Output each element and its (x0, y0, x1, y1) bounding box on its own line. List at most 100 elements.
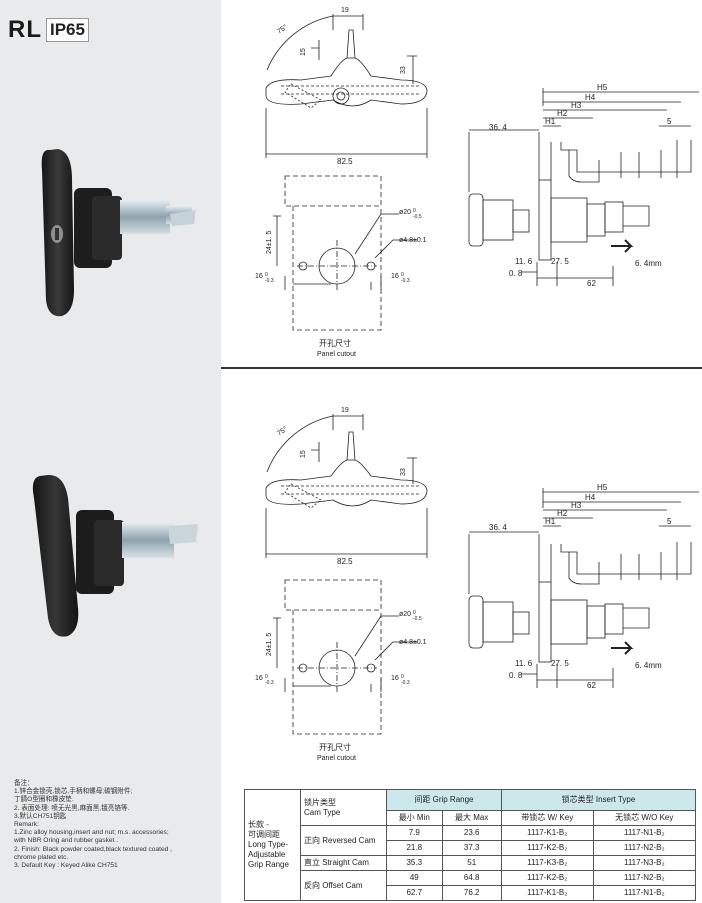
remarks-title-en: Remark: (14, 821, 39, 829)
tol-03-b-upper: -0.3 (401, 278, 410, 284)
remarks-line-cn-1: 1.锌合金锁壳,锁芯,手柄和螺母;碳钢附件; (14, 788, 133, 796)
cam-type-header-cn: 锁片类型 (304, 797, 336, 807)
wo-key-code: 1117-N2-B₂ (592, 870, 697, 886)
type-en-2: Adjustable (248, 850, 286, 859)
table-row: 正向 Reversed Cam 7.9 23.6 1117-K1-B₂ 1117… (245, 825, 697, 856)
dim-h1-lower: H1 (545, 517, 556, 526)
dim-h2-lower: H2 (557, 509, 568, 518)
min-value: 62.7 (386, 885, 443, 901)
dim-24-upper: 24±1. 5 (266, 231, 273, 254)
dim-275-upper: 27. 5 (551, 257, 569, 266)
dim-16-right-upper: 16 (391, 273, 399, 280)
max-label: 最大 Max (441, 810, 502, 826)
tol-03-a-lower: -0.3 (265, 680, 274, 686)
dim-phi48-upper: ø4.8±0.1 (399, 237, 427, 244)
drawing-set-lower: 75° 19 15 33 82.5 H5 H4 H3 H2 H1 5 36. 4… (255, 407, 699, 762)
min-value: 35.3 (386, 855, 443, 871)
left-panel: RL IP65 备注： 1.锌合金锁壳,锁芯,手柄和螺母;碳钢附件; 丁腈O型圈… (0, 0, 221, 903)
dim-116-lower: 11. 6 (515, 659, 533, 668)
tol-05-upper: -0.5 (413, 214, 422, 220)
remarks-line-en-4: chrome plated etc. (14, 853, 69, 861)
tol-0-a-upper: 0 (265, 272, 268, 278)
type-cn-2: 可调间距 (248, 830, 280, 839)
wo-key-label: 无锁芯 W/O Key (592, 810, 697, 826)
dim-16-left-lower: 16 (255, 675, 263, 682)
dim-phi20-lower: ø20 (399, 611, 411, 618)
max-value: 23.6 (441, 825, 502, 841)
dim-62-upper: 62 (587, 279, 596, 288)
ip-rating-badge: IP65 (46, 18, 89, 42)
dim-08-lower: 0. 8 (509, 671, 523, 680)
cam-straight: 直立 Straight Cam (300, 855, 387, 871)
max-value: 76.2 (441, 885, 502, 901)
dim-phi48-lower: ø4.8±0.1 (399, 639, 427, 646)
dim-16-right-lower: 16 (391, 675, 399, 682)
remarks-block: 备注： 1.锌合金锁壳,锁芯,手柄和螺母;碳钢附件; 丁腈O型圈和橡皮垫. 2.… (14, 780, 214, 870)
dim-5-upper: 5 (667, 117, 672, 126)
dim-15-lower: 15 (300, 450, 307, 458)
dim-364-upper: 36. 4 (489, 123, 507, 132)
w-key-code: 1117-K1-B₂ (500, 885, 594, 901)
product-photo-with-key (41, 149, 196, 317)
section-divider (221, 367, 702, 369)
dim-24-lower: 24±1. 5 (266, 633, 273, 656)
dim-h1-upper: H1 (545, 117, 556, 126)
min-value: 7.9 (386, 825, 443, 841)
min-value: 49 (386, 870, 443, 886)
dim-364-lower: 36. 4 (489, 523, 507, 532)
remarks-line-en-5: 3. Default Key : Keyed Alike CH751 (14, 862, 118, 870)
cam-type-header: 锁片类型 Cam Type (300, 789, 387, 826)
tol-05-lower: -0.5 (413, 616, 422, 622)
cutout-cn-upper: 开孔尺寸 (319, 338, 351, 348)
remarks-line-cn-4: 3.默认CH751钥匙 (14, 812, 67, 820)
dim-15-upper: 15 (300, 48, 307, 56)
dim-h3-lower: H3 (571, 501, 582, 510)
cutout-en-lower: Panel cutout (317, 755, 356, 762)
dim-33-upper: 33 (400, 66, 407, 74)
dim-16-left-upper: 16 (255, 273, 263, 280)
dim-19-upper: 19 (341, 7, 349, 14)
grip-range-header: 间距 Grip Range (386, 789, 502, 811)
dim-h4-upper: H4 (585, 93, 596, 102)
wo-key-code: 1117-N1-B₂ (592, 825, 697, 841)
type-en-3: Grip Range (248, 860, 289, 869)
dim-h5-lower: H5 (597, 483, 608, 492)
w-key-label: 带锁芯 W/ Key (500, 810, 594, 826)
dim-116-upper: 11. 6 (515, 257, 533, 266)
dim-h5-upper: H5 (597, 83, 608, 92)
remarks-line-en-2: with NBR Oring and rubber gasket . (14, 837, 119, 845)
type-en-1: Long Type- (248, 840, 288, 849)
tol-0-b-lower: 0 (401, 674, 404, 680)
tol-0-b-upper: 0 (401, 272, 404, 278)
dim-64-lower: 6. 4mm (635, 661, 662, 670)
product-photo-without-key (32, 474, 198, 637)
tol-0-a-lower: 0 (265, 674, 268, 680)
brand-logo: RL IP65 (8, 16, 89, 44)
drawing-set-upper: 75° 19 15 33 82.5 H5 H4 H3 H2 H1 5 36. 4… (255, 7, 699, 358)
dim-08-upper: 0. 8 (509, 269, 523, 278)
dim-33-lower: 33 (400, 468, 407, 476)
wo-key-code: 1117-N2-B₂ (592, 840, 697, 856)
remarks-title-cn: 备注： (14, 780, 34, 787)
cutout-en-upper: Panel cutout (317, 351, 356, 358)
dim-64-upper: 6. 4mm (635, 259, 662, 268)
dim-phi20-upper: ø20 (399, 209, 411, 216)
w-key-code: 1117-K3-B₂ (500, 855, 594, 871)
max-value: 37.3 (441, 840, 502, 856)
cam-type-header-en: Cam Type (304, 807, 341, 817)
dim-62-lower: 62 (587, 681, 596, 690)
table-row: 62.7 76.2 1117-K1-B₂ 1117-N1-B₂ (245, 885, 697, 901)
type-cell: 长款 - 可调间距 Long Type- Adjustable Grip Ran… (244, 789, 301, 901)
remarks-line-en-3: 2. Finish: Black powder coated,black tex… (14, 845, 172, 853)
w-key-code: 1117-K2-B₂ (500, 870, 594, 886)
min-value: 21.8 (386, 840, 443, 856)
w-key-code: 1117-K2-B₂ (500, 840, 594, 856)
max-value: 51 (441, 855, 502, 871)
series-label: RL (8, 16, 42, 43)
dim-h4-lower: H4 (585, 493, 596, 502)
max-value: 64.8 (441, 870, 502, 886)
dim-19-lower: 19 (341, 407, 349, 414)
cutout-cn-lower: 开孔尺寸 (319, 742, 351, 752)
remarks-line-cn-3: 2. 表面处理: 喷无光黑,麻面黑,镀亮铬等. (14, 804, 130, 812)
table-row: 直立 Straight Cam 35.3 51 1117-K3-B₂ 1117-… (245, 855, 697, 871)
